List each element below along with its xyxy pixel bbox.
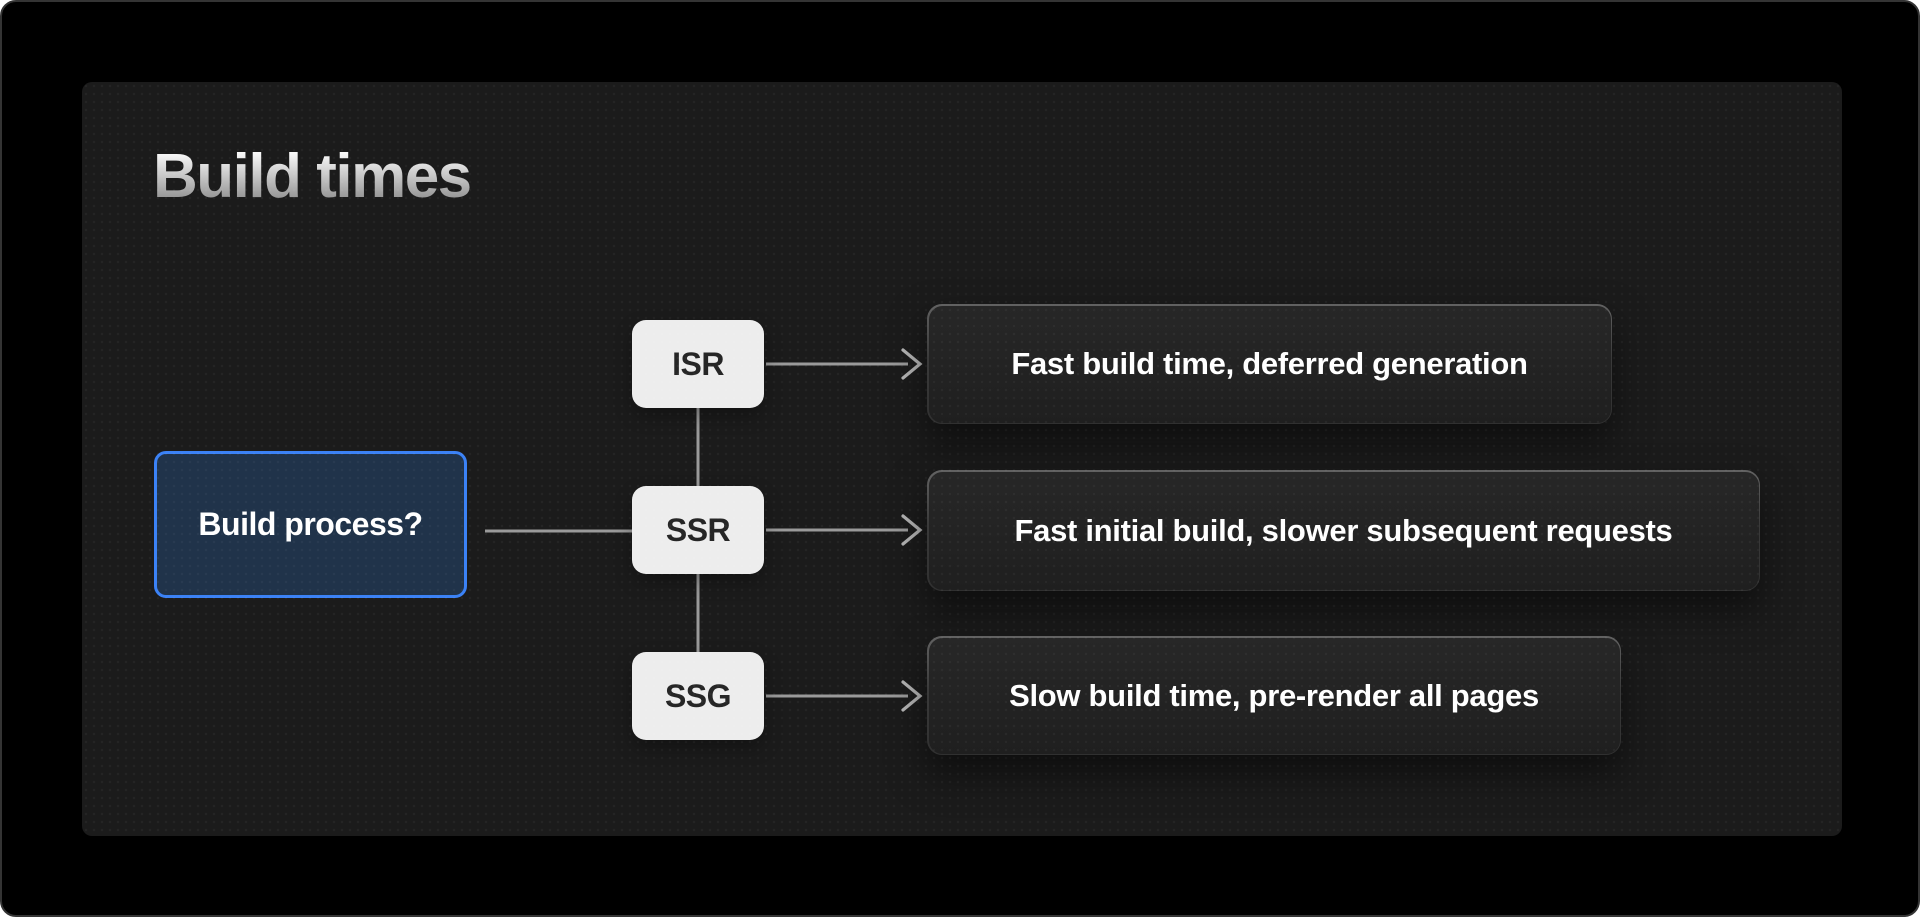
outcome-ssg-label: Slow build time, pre-render all pages <box>1009 677 1539 713</box>
node-isr: ISR <box>632 320 764 408</box>
outcome-ssg-surface: Slow build time, pre-render all pages <box>928 637 1620 754</box>
outcome-isr-label: Fast build time, deferred generation <box>1011 346 1528 381</box>
connector-layer <box>485 348 923 712</box>
arrowhead-icon <box>901 348 923 380</box>
node-build-process-label: Build process? <box>198 506 423 542</box>
outcome-isr: Fast build time, deferred generation <box>927 304 1612 424</box>
node-ssr: SSR <box>632 486 764 574</box>
outcome-ssr-label: Fast initial build, slower subsequent re… <box>1014 512 1673 548</box>
outcome-ssr: Fast initial build, slower subsequent re… <box>927 470 1760 591</box>
node-ssg-label: SSG <box>664 677 732 714</box>
node-isr-label: ISR <box>672 345 724 382</box>
outcome-ssr-surface: Fast initial build, slower subsequent re… <box>928 471 1759 590</box>
outcome-ssg: Slow build time, pre-render all pages <box>927 636 1621 755</box>
node-ssr-label: SSR <box>665 511 731 548</box>
diagram-title: Build times <box>153 142 472 211</box>
arrowhead-icon <box>901 680 923 712</box>
node-ssg: SSG <box>632 652 764 740</box>
diagram-panel: Build times Build process? ISR <box>82 82 1842 836</box>
node-build-process: Build process? <box>154 451 467 598</box>
arrowhead-icon <box>901 514 923 546</box>
outcome-isr-surface: Fast build time, deferred generation <box>928 305 1611 423</box>
